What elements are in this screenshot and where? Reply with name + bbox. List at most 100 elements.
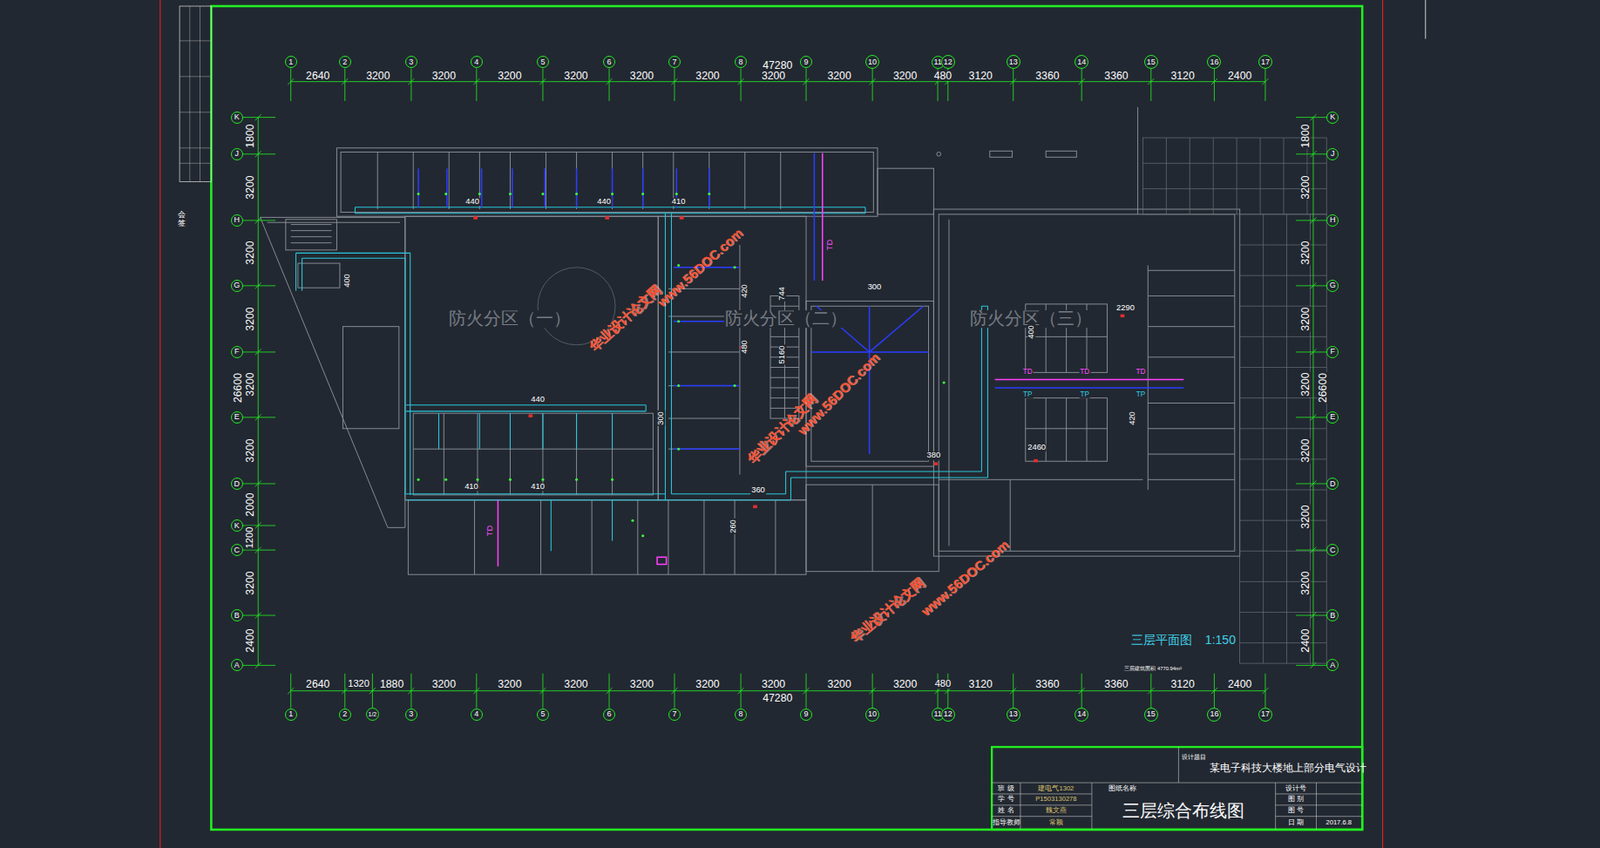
axis-bubble: 1 xyxy=(284,55,298,68)
building-outline xyxy=(933,209,1240,556)
dimension-line xyxy=(1312,117,1314,666)
outlet-marks xyxy=(508,192,512,196)
cable-tag: TD xyxy=(487,524,495,537)
axis-bubble: K xyxy=(230,111,244,124)
outlet-marks xyxy=(475,478,479,482)
axis-number: 4 xyxy=(474,58,479,67)
axis-number: K xyxy=(234,522,240,530)
cable-tag: TD xyxy=(1078,368,1091,376)
axis-number: G xyxy=(1329,281,1336,290)
dimension-text: 3200 xyxy=(1299,240,1310,266)
axis-number: 15 xyxy=(1146,58,1156,67)
axis-number: K xyxy=(1329,113,1336,122)
dimension-text: 3200 xyxy=(365,69,391,81)
building-outline xyxy=(938,214,1235,551)
outlet-marks xyxy=(473,216,478,220)
cable-run xyxy=(418,168,710,207)
cable-tray xyxy=(664,471,791,501)
dimension-text: 3200 xyxy=(431,69,457,81)
building-outline xyxy=(811,305,929,462)
axis-bubble: 4 xyxy=(470,708,483,721)
cable-tag: TD xyxy=(1022,368,1034,376)
axis-number: 16 xyxy=(1209,710,1219,719)
building-outline xyxy=(377,151,781,210)
dimension-text: 47280 xyxy=(761,60,794,71)
dimension-text: 2400 xyxy=(244,627,256,653)
dimension-text: 3200 xyxy=(562,677,589,689)
outlet-marks xyxy=(942,381,946,385)
outlet-marks xyxy=(641,192,645,196)
axis-bubble: 12 xyxy=(941,707,956,722)
title-block xyxy=(991,746,1363,830)
curtain-grid xyxy=(1142,137,1327,215)
axis-bubble: 10 xyxy=(865,707,880,722)
axis-bubble: J xyxy=(1326,148,1339,161)
dimension-text: 47280 xyxy=(761,692,794,704)
axis-number: E xyxy=(1329,413,1336,421)
building-outline xyxy=(336,148,878,217)
dimension-text: 3200 xyxy=(1299,503,1310,529)
outlet-marks xyxy=(677,319,680,323)
watermark: www.56DOC.com xyxy=(655,225,746,309)
axis-bubble: D xyxy=(1326,477,1339,490)
axis-number: G xyxy=(233,281,240,290)
axis-bubble: B xyxy=(230,609,244,622)
axis-bubble: C xyxy=(1326,543,1339,556)
dimension-text: 3200 xyxy=(244,240,256,266)
axis-number: J xyxy=(234,149,239,158)
outlet-marks xyxy=(752,505,758,509)
axis-number: B xyxy=(1329,611,1336,620)
axis-bubble: 13 xyxy=(1006,54,1021,69)
axis-bubble: 3 xyxy=(405,55,418,68)
dimension-text: 3200 xyxy=(244,569,256,596)
axis-number: D xyxy=(1329,480,1336,489)
outlet-marks xyxy=(707,192,711,196)
building-outline xyxy=(1137,107,1139,215)
outlet-marks xyxy=(677,447,680,451)
tray-size: 440 xyxy=(529,395,546,404)
dimension-text: 3200 xyxy=(562,69,589,81)
title-cell: 日 期 xyxy=(1288,820,1304,828)
sheet-frame xyxy=(179,6,211,182)
watermark: 华业设计论文网 xyxy=(585,283,663,355)
tray-size: 260 xyxy=(729,518,738,535)
outlet-marks xyxy=(933,461,938,466)
outlet-marks xyxy=(417,192,421,196)
cable-tray xyxy=(354,207,865,214)
title-cell: 2017.6.8 xyxy=(1325,820,1352,828)
dimension-line xyxy=(287,67,1268,101)
title-block xyxy=(991,746,1363,830)
dimension-text: 3200 xyxy=(629,677,655,689)
cable-run xyxy=(995,379,1185,381)
axis-number: 17 xyxy=(1261,710,1270,719)
axis-number: 1 xyxy=(288,58,293,67)
dimension-text: 3200 xyxy=(496,677,523,689)
curtain-grid xyxy=(1142,137,1327,215)
title-cell: 姓 名 xyxy=(997,806,1014,814)
dimension-text: 1880 xyxy=(379,677,405,689)
cable-tag: TD xyxy=(1135,368,1147,376)
axis-bubble: 6 xyxy=(603,708,616,721)
dimension-text: 1800 xyxy=(244,122,256,149)
dimension-line xyxy=(257,117,259,666)
cable-tray xyxy=(786,305,989,478)
outlet-marks xyxy=(733,384,737,387)
title-block xyxy=(991,746,1363,830)
dimension-text: 2000 xyxy=(244,491,256,517)
title-cell: 建电气1302 xyxy=(1037,785,1074,793)
outlet-marks xyxy=(641,534,645,537)
axis-bubble: F xyxy=(230,345,244,359)
dimension-text: 3200 xyxy=(1299,174,1310,200)
dimension-line xyxy=(291,690,1266,692)
axis-number: 3 xyxy=(408,58,414,67)
axis-bubble: B xyxy=(1326,609,1339,622)
outlet-marks xyxy=(1120,314,1126,319)
axis-bubble: 7 xyxy=(668,55,681,68)
axis-bubble: 4 xyxy=(470,55,483,68)
axis-bubble: 6 xyxy=(603,55,616,68)
outlet-marks xyxy=(677,384,680,387)
outlet-marks xyxy=(528,413,534,418)
curtain-grid xyxy=(537,137,1327,664)
dimension-text: 1200 xyxy=(244,526,255,550)
tray-size: 2460 xyxy=(1026,443,1047,452)
